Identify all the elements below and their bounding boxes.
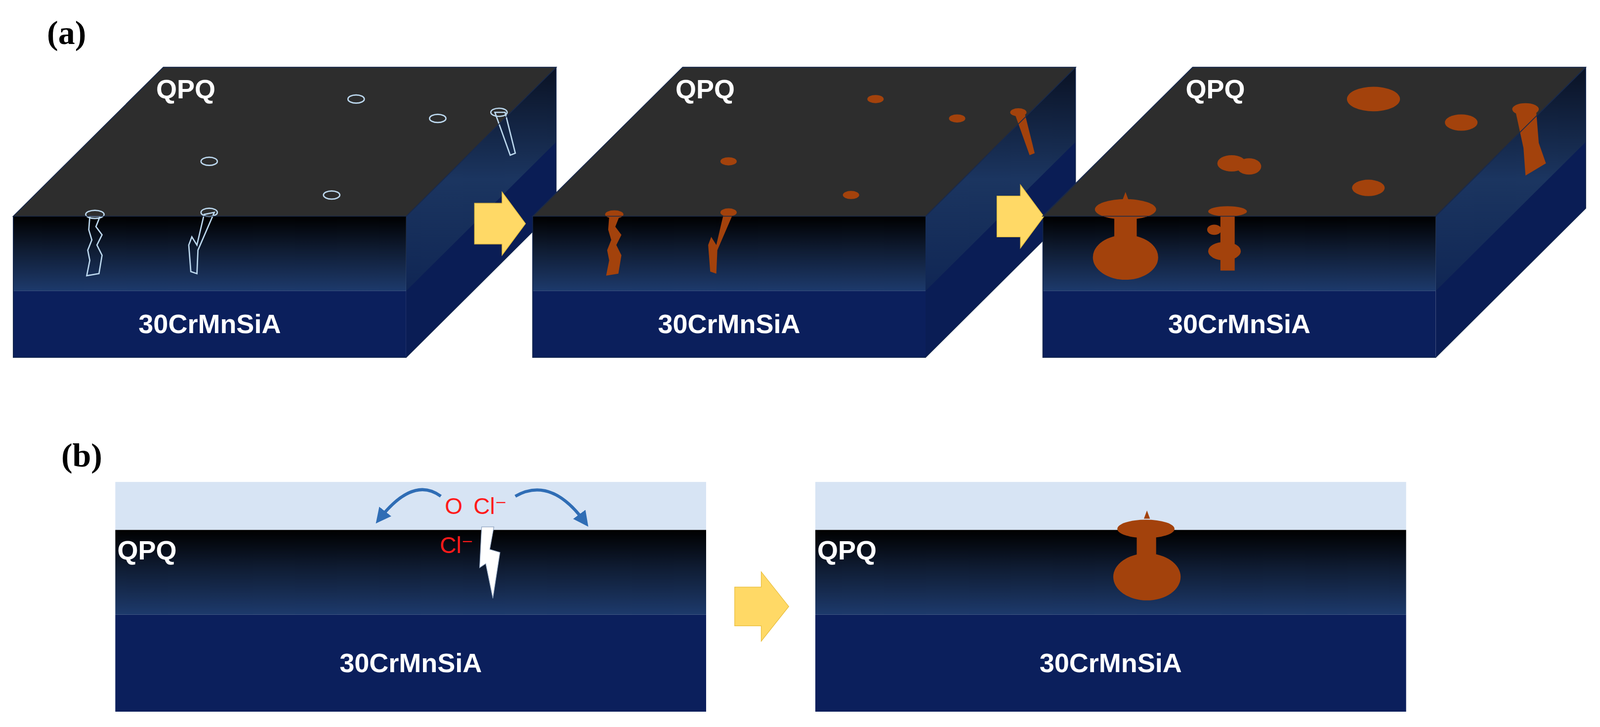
material-label: 30CrMnSiA bbox=[1168, 309, 1311, 339]
surface-pore bbox=[201, 157, 218, 166]
qpq-layer bbox=[815, 529, 1407, 615]
pit-cavity bbox=[1113, 553, 1181, 601]
block-edge bbox=[532, 67, 1076, 358]
substrate-front bbox=[1042, 291, 1436, 358]
qpq-top-face bbox=[1042, 67, 1586, 217]
qpq-layer-front bbox=[532, 216, 926, 292]
layer-label: QPQ bbox=[675, 74, 735, 104]
specimen-block bbox=[532, 67, 1076, 358]
layer-crack bbox=[86, 216, 103, 276]
qpq-layer-front bbox=[1042, 216, 1436, 292]
layer-crack bbox=[708, 212, 734, 274]
top-face-border bbox=[13, 67, 557, 216]
crack-mouth bbox=[605, 210, 624, 219]
surface-pore bbox=[948, 114, 966, 123]
corrosion-pit bbox=[1444, 114, 1478, 131]
mechanism bbox=[379, 489, 1181, 601]
surface-pore bbox=[867, 94, 884, 104]
top-face-border bbox=[1042, 67, 1586, 216]
substrate-band: 30CrMnSiA bbox=[115, 614, 707, 712]
qpq-top-face: QPQ bbox=[532, 67, 1076, 216]
specimen-block bbox=[13, 67, 557, 358]
species-label: Cl⁻ bbox=[439, 532, 474, 558]
substrate-band: 30CrMnSiA bbox=[13, 291, 407, 358]
material-label: 30CrMnSiA bbox=[138, 309, 281, 339]
corrosion-pit bbox=[1347, 86, 1400, 112]
qpq-layer bbox=[115, 529, 707, 615]
material-label: 30CrMnSiA bbox=[657, 309, 800, 339]
qpq-band: QPQ bbox=[115, 529, 707, 615]
substrate-front bbox=[13, 291, 407, 358]
substrate-band: 30CrMnSiA bbox=[815, 614, 1407, 712]
side-crack bbox=[495, 112, 516, 156]
early-pits bbox=[605, 94, 1035, 276]
layer-label: QPQ bbox=[117, 535, 177, 565]
qpq-top-face bbox=[13, 67, 557, 217]
surface-pore bbox=[347, 94, 365, 104]
qpq-top-face: QPQ bbox=[1042, 67, 1586, 216]
panel-label: (a) bbox=[46, 14, 86, 52]
crack-mouth bbox=[85, 210, 104, 219]
species-label: Cl⁻ bbox=[473, 493, 507, 519]
chloride-attack-bolt bbox=[479, 526, 501, 599]
surface-pore bbox=[720, 157, 737, 166]
top-face-outline bbox=[532, 67, 1076, 216]
corrosion-pit bbox=[1351, 179, 1385, 197]
pit-spike bbox=[1143, 510, 1150, 519]
layer-label: QPQ bbox=[156, 74, 216, 104]
qpq-top-face: QPQ bbox=[13, 67, 557, 216]
grown-pits bbox=[1093, 86, 1547, 280]
species-label: O bbox=[444, 493, 463, 519]
qpq-band: QPQ bbox=[815, 529, 1407, 615]
pit-spike bbox=[1122, 191, 1129, 201]
layer-label: QPQ bbox=[1185, 74, 1246, 104]
layer-crack bbox=[606, 216, 622, 276]
substrate bbox=[815, 614, 1407, 712]
progress-arrow bbox=[997, 184, 1045, 249]
crack-mouth bbox=[201, 208, 218, 217]
block-edge bbox=[1042, 67, 1586, 358]
diffusion-arrow bbox=[515, 489, 585, 522]
cross-section bbox=[815, 481, 1407, 712]
progress-arrow bbox=[474, 191, 526, 255]
substrate-band: 30CrMnSiA bbox=[1042, 291, 1436, 358]
side-crack bbox=[1014, 112, 1035, 156]
layer-label: QPQ bbox=[817, 535, 877, 565]
panel-label: (b) bbox=[61, 436, 103, 474]
corrosion-pit bbox=[1236, 158, 1262, 175]
diffusion-arrow bbox=[379, 489, 441, 519]
pit-cavity bbox=[1207, 224, 1222, 236]
qpq-layer-front bbox=[13, 216, 407, 292]
surface-pore bbox=[842, 190, 860, 200]
substrate bbox=[115, 614, 707, 712]
material-label: 30CrMnSiA bbox=[1039, 648, 1182, 678]
surface-pore bbox=[323, 190, 340, 200]
top-face-border bbox=[532, 67, 1076, 216]
layer-crack bbox=[188, 212, 215, 274]
side-pit bbox=[1515, 105, 1547, 176]
pit-cavity bbox=[1093, 234, 1159, 280]
specimen-block bbox=[1042, 67, 1586, 358]
electrolyte bbox=[115, 481, 707, 530]
qpq-top-face bbox=[532, 67, 1076, 217]
surface-pore bbox=[429, 114, 446, 123]
substrate-front bbox=[532, 291, 926, 358]
progress-arrow bbox=[734, 571, 789, 641]
top-face-outline bbox=[1042, 67, 1586, 216]
top-face-outline bbox=[13, 67, 557, 216]
crack-mouth bbox=[720, 208, 737, 217]
material-label: 30CrMnSiA bbox=[339, 648, 482, 678]
cross-section bbox=[115, 481, 707, 712]
pit-stem bbox=[1220, 211, 1235, 271]
substrate-band: 30CrMnSiA bbox=[532, 291, 926, 358]
defect-sites bbox=[85, 94, 515, 276]
pit-cavity bbox=[1208, 242, 1241, 261]
block-edge bbox=[13, 67, 557, 358]
electrolyte bbox=[815, 481, 1407, 530]
